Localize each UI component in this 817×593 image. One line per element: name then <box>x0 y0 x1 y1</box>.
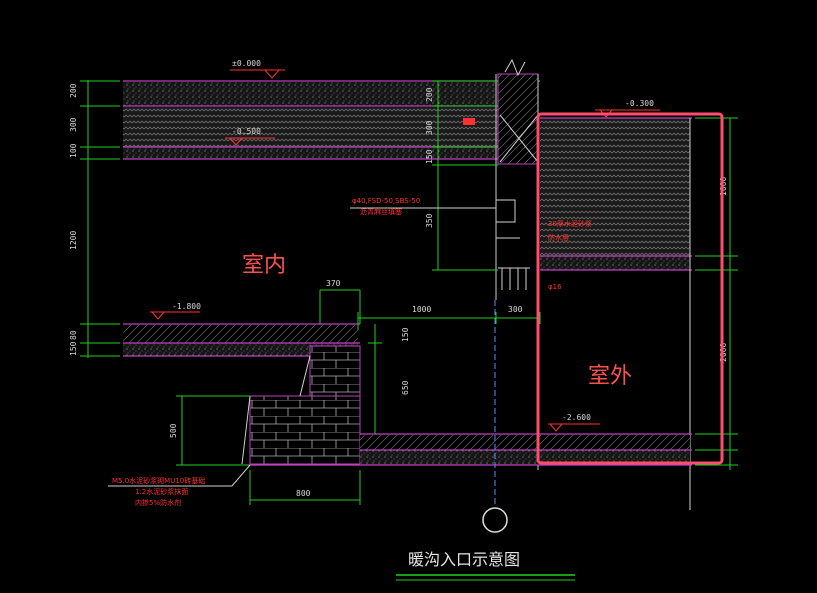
right-notes: 20厚水泥砂浆 防水层 φ16 <box>463 118 592 291</box>
dim-center-650: 650 <box>401 380 410 395</box>
dim-left-3: 100 <box>69 143 78 158</box>
top-slab <box>123 80 540 160</box>
right-dimension-chain <box>695 117 738 470</box>
dim-foundation-height: 500 <box>169 423 178 438</box>
elevation-floor: -1.800 <box>172 302 201 311</box>
dim-left-5: 80 <box>69 330 78 340</box>
dim-center-1000: 1000 <box>412 305 431 314</box>
elevation-slab-bottom: -0.500 <box>232 127 261 136</box>
brick-foundation <box>241 345 361 465</box>
wall-dimension-chain <box>432 80 498 271</box>
right-note-1: 20厚水泥砂浆 <box>548 219 592 228</box>
wall-steps <box>496 199 530 290</box>
wall-dimension-labels: 200 300 150 350 <box>425 87 434 228</box>
zone-outdoor: 室外 <box>588 364 632 389</box>
bottom-note: M5.0水泥砂浆砌MU10砖基础 1:2水泥砂浆抹面 内掺5%防水剂 <box>108 464 251 507</box>
elevation-slab-marker: -0.500 <box>225 127 275 146</box>
elevation-top: ±0.000 <box>232 59 261 68</box>
drawing-title-block: 暖沟入口示意图 <box>396 550 575 581</box>
elevation-top-marker: ±0.000 <box>230 59 285 79</box>
pipe-note-line-1: φ40,FSD-50,SBS-50 <box>352 197 420 205</box>
left-dimension-chain <box>80 80 120 358</box>
right-note-2: 防水层 <box>548 233 569 242</box>
dim-left-4: 1200 <box>69 231 78 250</box>
dim-foundation-width: 800 <box>296 489 311 498</box>
dim-left-6: 150 <box>69 341 78 356</box>
wall-block <box>495 58 539 470</box>
dim-step-width: 370 <box>326 279 341 288</box>
zone-indoor: 室内 <box>242 253 286 278</box>
pipe-note: φ40,FSD-50,SBS-50 沥青麻丝填塞 <box>350 197 496 216</box>
bottom-note-line-3: 内掺5%防水剂 <box>135 498 181 507</box>
dim-left-2: 300 <box>69 117 78 132</box>
right-note-3: φ16 <box>548 283 562 291</box>
dim-wall-3: 150 <box>425 149 434 164</box>
dim-wall-1: 200 <box>425 87 434 102</box>
elevation-trench-bottom: -2.600 <box>562 413 591 422</box>
dim-wall-4: 350 <box>425 213 434 228</box>
elevation-trench-marker: -2.600 <box>548 413 600 432</box>
elevation-outdoor-ground: -0.300 <box>625 99 654 108</box>
pipe-note-line-2: 沥青麻丝填塞 <box>360 207 402 216</box>
trench-bottom <box>250 433 692 466</box>
left-dimension-labels: 200 300 100 1200 80 150 <box>69 83 78 356</box>
dim-center-300: 300 <box>508 305 523 314</box>
foundation-dimension-lines <box>176 395 361 505</box>
outdoor-soil <box>540 117 692 510</box>
floor-slab <box>123 323 360 357</box>
outdoor-highlight-frame <box>536 112 724 465</box>
dim-left-1: 200 <box>69 83 78 98</box>
center-dimension-lines <box>319 289 541 434</box>
axis-line <box>482 300 508 533</box>
elevation-floor-marker: -1.800 <box>150 302 201 320</box>
bottom-note-line-2: 1:2水泥砂浆抹面 <box>135 487 188 496</box>
drawing-title: 暖沟入口示意图 <box>408 550 520 569</box>
dim-wall-2: 300 <box>425 120 434 135</box>
bottom-note-line-1: M5.0水泥砂浆砌MU10砖基础 <box>112 476 205 485</box>
dim-center-150: 150 <box>401 327 410 342</box>
